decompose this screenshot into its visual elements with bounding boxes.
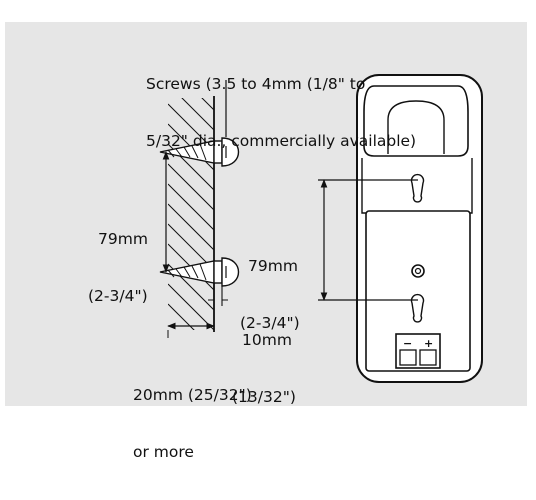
head-gap-mm: 10mm (242, 331, 292, 349)
speaker-lower-box (365, 210, 471, 372)
right-spacing-in: (2-3/4") (240, 314, 300, 332)
depth-label: 20mm (25/32") or more (133, 348, 252, 500)
handle-curve (387, 100, 445, 154)
head-gap-label: 10mm (13/32") (232, 293, 296, 445)
lower-screw-icon (159, 257, 239, 287)
speaker-back-panel (356, 74, 483, 383)
right-spacing-label: 79mm (2-3/4") (240, 219, 300, 371)
upper-screw-icon (159, 137, 239, 167)
left-spacing-label: 79mm (2-3/4") (88, 192, 148, 344)
diagram-canvas: − + Screws (3.5 to 4mm (1/8" to 5/32" di… (5, 22, 527, 461)
screws-label-line1: Screws (3.5 to 4mm (1/8" to (146, 75, 366, 93)
depth-label-line2: or more (133, 443, 194, 461)
head-gap-in: (13/32") (232, 388, 296, 406)
mounting-diagram: − + (159, 74, 483, 383)
head-gap-dimension (208, 286, 228, 306)
speaker-terminal-block (395, 333, 441, 369)
left-spacing-mm: 79mm (98, 230, 148, 248)
screws-label-line2: 5/32" dia., commercially available) (146, 132, 417, 150)
handle-recess (363, 85, 469, 157)
right-spacing-mm: 79mm (248, 257, 298, 275)
center-screw-hole-icon (411, 264, 425, 278)
terminal-minus-sign: − (403, 337, 412, 350)
left-spacing-in: (2-3/4") (88, 287, 148, 305)
screws-label: Screws (3.5 to 4mm (1/8" to 5/32" dia., … (146, 37, 416, 189)
upper-keyhole-icon (410, 173, 425, 203)
depth-label-line1: 20mm (25/32") (133, 386, 252, 404)
terminal-plus-sign: + (424, 337, 433, 350)
right-spacing-dimension (318, 179, 418, 301)
lower-keyhole-icon (410, 293, 425, 323)
